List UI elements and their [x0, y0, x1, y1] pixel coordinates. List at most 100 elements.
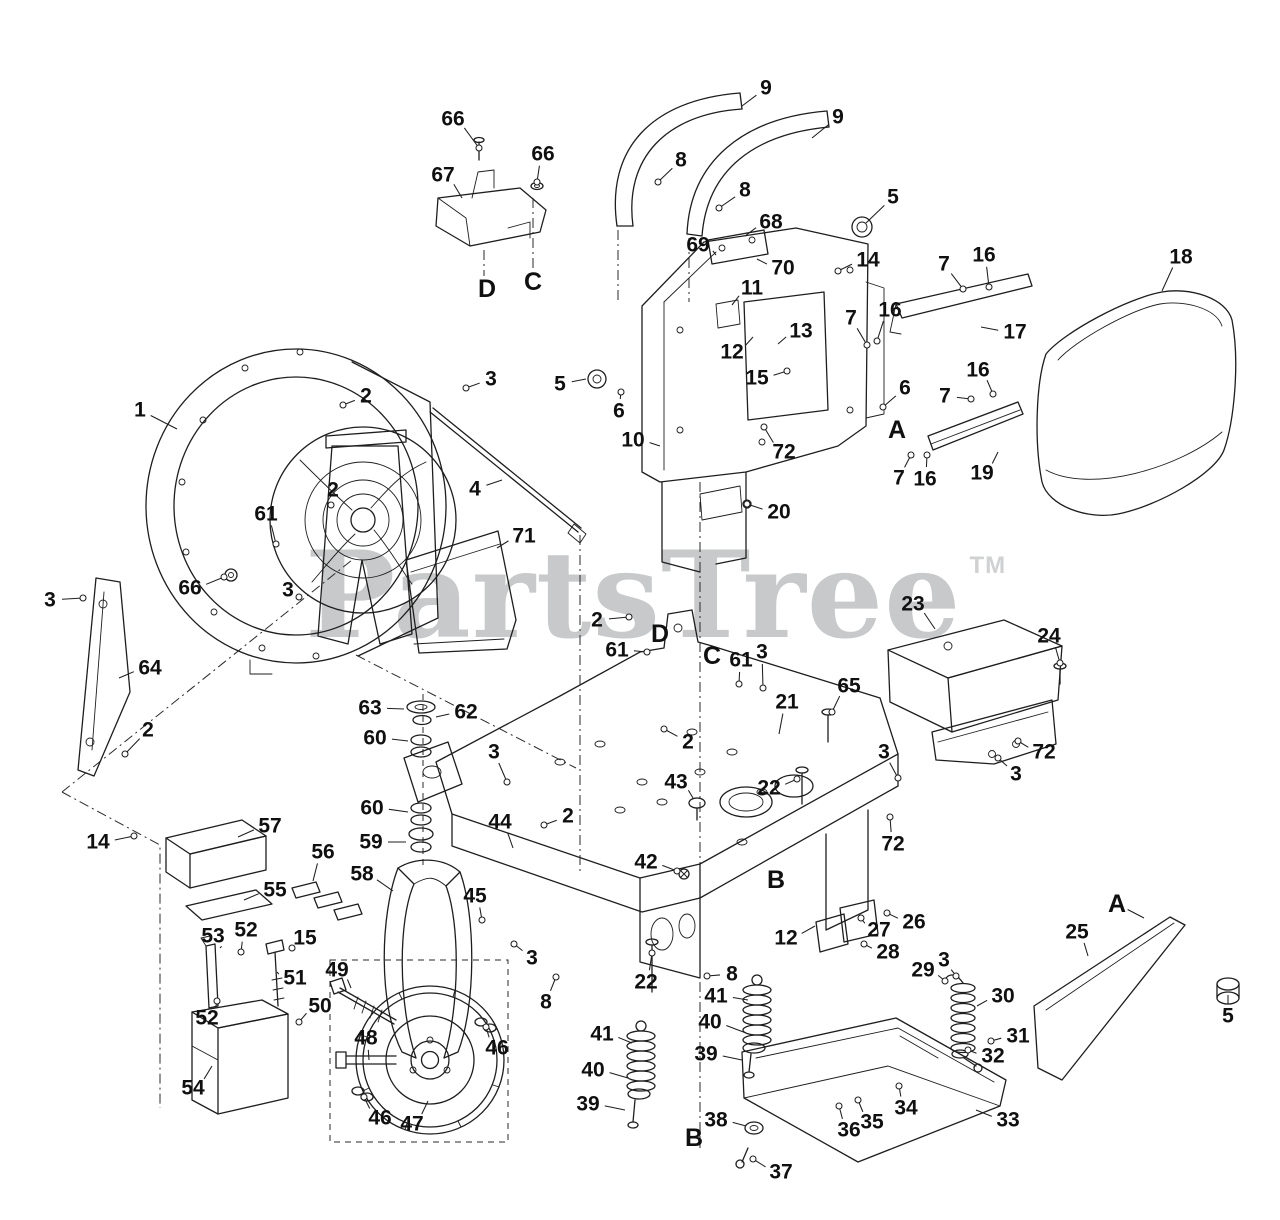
battery-assembly: [191, 935, 289, 1115]
part-number-callout: 31: [1006, 1025, 1030, 1048]
hardware-fastener: [793, 775, 801, 783]
part-number-callout: 3: [878, 741, 890, 764]
part-number-callout: 7: [845, 307, 857, 330]
part-number-callout: 69: [686, 234, 709, 257]
hardware-fastener: [735, 680, 743, 688]
callout-leader-line: [421, 1100, 429, 1115]
hardware-fastener: [272, 540, 280, 548]
part-number-callout: 39: [694, 1043, 717, 1066]
part-number-callout: 30: [991, 985, 1014, 1008]
callout-leader-line: [1161, 267, 1174, 292]
belt-guard-71: [405, 530, 517, 654]
callout-leader-line: [486, 479, 503, 486]
part-number-callout: 12: [720, 341, 743, 364]
part-number-callout: 8: [739, 179, 751, 202]
callout-leader-line: [507, 832, 514, 849]
part-number-callout: 12: [774, 927, 797, 950]
view-letter-label: C: [524, 268, 542, 296]
callout-leader-line: [118, 671, 135, 679]
callout-leader-line: [1083, 942, 1089, 957]
part-number-callout: 6: [613, 400, 625, 423]
caster-wheel-47: [335, 985, 505, 1135]
part-number-callout: 44: [488, 811, 512, 834]
part-number-callout: 61: [729, 649, 753, 672]
part-number-callout: 58: [350, 863, 374, 886]
hardware-fastener: [288, 944, 296, 952]
part-number-callout: 8: [540, 991, 552, 1014]
hardware-fastener: [79, 594, 87, 602]
part-number-callout: 66: [178, 577, 201, 600]
callout-leader-line: [744, 227, 757, 237]
part-number-callout: 48: [354, 1027, 378, 1050]
part-number-callout: 3: [756, 641, 768, 664]
hardware-fastener: [860, 940, 868, 948]
hardware-fastener: [886, 813, 894, 821]
part-number-callout: 3: [485, 368, 497, 391]
callout-leader-line: [376, 879, 394, 892]
view-letter-label: A: [1108, 890, 1126, 918]
part-number-callout: 10: [621, 429, 644, 452]
part-number-callout: 5: [887, 186, 899, 209]
part-number-callout: 38: [704, 1109, 728, 1132]
callout-leader-line: [463, 127, 480, 149]
callout-leader-line: [571, 378, 587, 383]
hardware-fastener: [941, 977, 949, 985]
support-bracket-64: [77, 577, 131, 777]
hardware-fastener: [673, 867, 681, 875]
callout-leader-line: [150, 415, 178, 430]
callout-leader-line: [991, 451, 999, 464]
callout-leader-line: [453, 183, 463, 199]
part-number-callout: 26: [902, 911, 925, 934]
covers-55-56-57: [165, 819, 363, 921]
part-number-callout: 23: [901, 593, 924, 616]
callout-leader-line: [761, 663, 764, 689]
hardware-fastener: [879, 403, 887, 411]
part-number-callout: 5: [1222, 1005, 1234, 1028]
hardware-fastener: [857, 914, 865, 922]
callout-leader-line: [243, 893, 260, 901]
part-number-callout: 55: [263, 879, 287, 902]
part-number-callout: 53: [201, 925, 224, 948]
part-number-callout: 2: [360, 385, 372, 408]
hardware-fastener: [863, 341, 871, 349]
callout-leader-line: [346, 979, 352, 989]
part-number-callout: 13: [789, 320, 812, 343]
callout-leader-line: [237, 829, 255, 838]
hardware-fastener: [475, 144, 483, 152]
seat-18: [1036, 290, 1237, 516]
hardware-fastener: [130, 832, 138, 840]
hardware-fastener: [760, 423, 768, 431]
part-number-callout: 47: [400, 1113, 423, 1136]
callout-leader-line: [219, 946, 222, 949]
hardware-fastener: [994, 754, 1002, 762]
callout-leader-line: [732, 1121, 747, 1127]
callout-leader-line: [976, 999, 988, 1007]
hardware-fastener: [743, 500, 751, 508]
hardware-fastener: [883, 909, 891, 917]
part-number-callout: 60: [360, 797, 383, 820]
hardware-fastener: [478, 916, 486, 924]
callout-leader-line: [435, 713, 450, 718]
callout-leader-line: [124, 738, 141, 755]
part-number-callout: 2: [142, 719, 154, 742]
part-number-callout: 71: [512, 525, 536, 548]
side-plate-25: [1033, 916, 1186, 1081]
part-number-callout: 21: [775, 691, 799, 714]
part-number-callout: 46: [485, 1037, 508, 1060]
callout-leader-line: [745, 336, 754, 346]
part-number-callout: 59: [359, 831, 382, 854]
part-number-callout: 36: [837, 1119, 860, 1142]
part-number-callout: 14: [856, 249, 880, 272]
part-number-callout: 62: [454, 701, 477, 724]
part-number-callout: 2: [327, 479, 339, 502]
part-number-callout: 9: [760, 77, 772, 100]
hardware-fastener: [835, 1102, 843, 1110]
part-number-callout: 35: [860, 1111, 884, 1134]
part-number-callout: 20: [767, 501, 790, 524]
callout-leader-line: [604, 1105, 626, 1111]
seat-brackets: [889, 273, 1033, 451]
part-number-callout: 41: [590, 1023, 614, 1046]
